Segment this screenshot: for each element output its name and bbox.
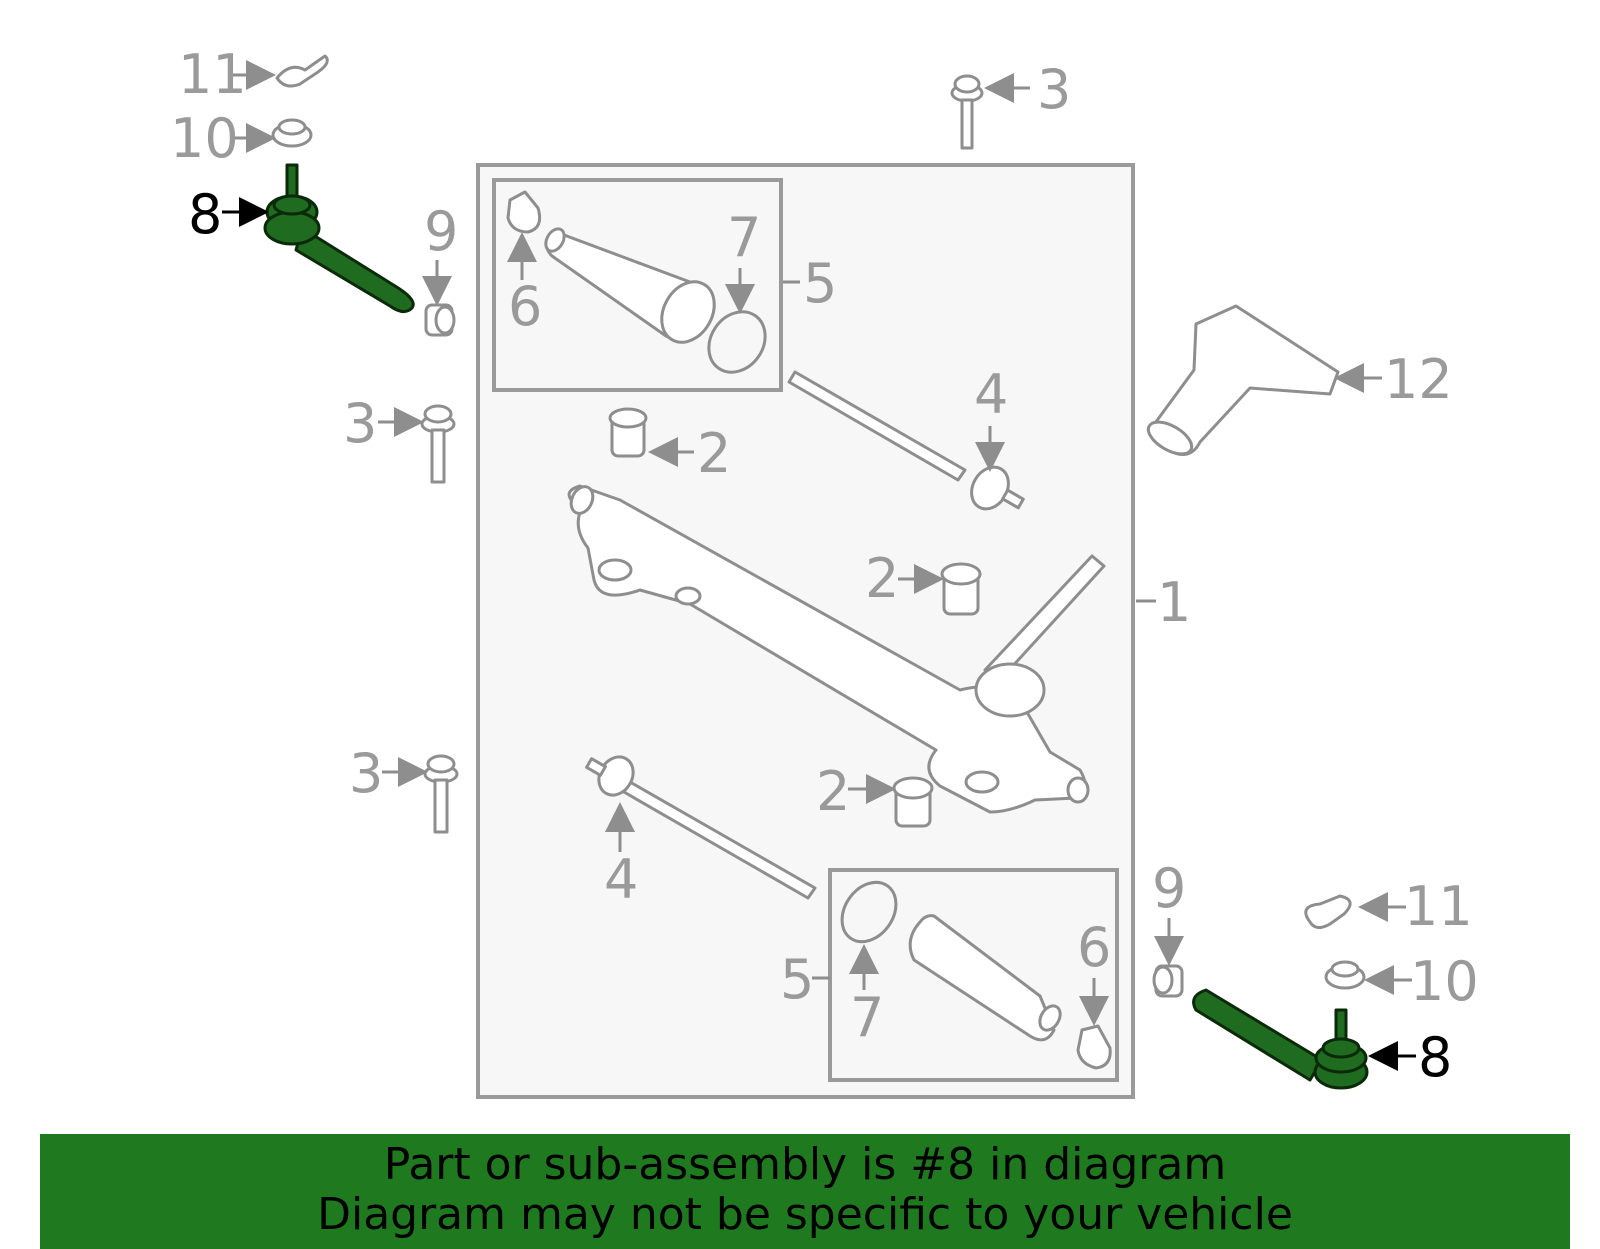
callout-8-left: 8 <box>188 183 222 246</box>
callout-5-top: 5 <box>803 252 837 315</box>
nut-9-left <box>424 303 456 337</box>
callout-10-right: 10 <box>1410 950 1479 1013</box>
tie-rod-end-left[interactable] <box>263 163 415 313</box>
steering-rack-housing <box>567 484 1106 814</box>
callout-6-top: 6 <box>508 275 542 338</box>
bushing-2-b <box>940 562 982 616</box>
bolt-3-mid <box>420 404 456 484</box>
callout-3-top: 3 <box>1037 58 1071 121</box>
nut-10-left <box>271 118 313 148</box>
bushing-2-c <box>892 776 934 828</box>
callout-9-right: 9 <box>1152 857 1186 920</box>
callout-11-right: 11 <box>1404 875 1473 938</box>
bushing-2-a <box>608 407 648 458</box>
callout-4-bottom: 4 <box>604 848 638 911</box>
footer-banner: Part or sub-assembly is #8 in diagram Di… <box>40 1134 1570 1249</box>
callout-2-c: 2 <box>816 760 850 823</box>
callout-4-top: 4 <box>974 363 1008 426</box>
callout-7-top: 7 <box>727 206 761 269</box>
callout-5-bottom: 5 <box>780 948 814 1011</box>
callout-10-left: 10 <box>170 107 239 170</box>
callout-1: 1 <box>1157 571 1191 634</box>
nut-9-right <box>1152 964 1184 998</box>
bolt-3-low <box>423 754 459 834</box>
inner-tie-rod-4-top <box>787 370 1025 511</box>
inner-tie-rod-4-bottom <box>585 755 817 900</box>
callout-2-b: 2 <box>865 547 899 610</box>
callout-9-left: 9 <box>424 200 458 263</box>
boot-bottom <box>908 914 1062 1042</box>
mounting-bracket-12 <box>1146 304 1340 456</box>
callout-8-right: 8 <box>1418 1026 1452 1089</box>
callout-3-low: 3 <box>349 742 383 805</box>
clamp-6-bottom <box>1076 1024 1112 1070</box>
footer-line-1: Part or sub-assembly is #8 in diagram <box>383 1139 1227 1190</box>
callout-2-a: 2 <box>697 422 731 485</box>
clamp-6-top <box>506 190 542 234</box>
ring-7-top <box>707 310 767 374</box>
tie-rod-end-right[interactable] <box>1192 988 1369 1090</box>
callout-6-bottom: 6 <box>1077 916 1111 979</box>
footer-line-2: Diagram may not be specific to your vehi… <box>317 1189 1293 1240</box>
bolt-3-top <box>950 74 984 150</box>
callout-3-mid: 3 <box>343 392 377 455</box>
boot-top <box>544 227 716 344</box>
callout-12: 12 <box>1384 348 1453 411</box>
nut-10-right <box>1324 960 1366 990</box>
cotter-pin-11-left <box>275 54 329 88</box>
callout-7-bottom: 7 <box>850 986 884 1049</box>
ring-7-bottom <box>840 880 898 944</box>
callout-11-left: 11 <box>178 43 247 106</box>
cotter-pin-11-right <box>1304 894 1352 929</box>
